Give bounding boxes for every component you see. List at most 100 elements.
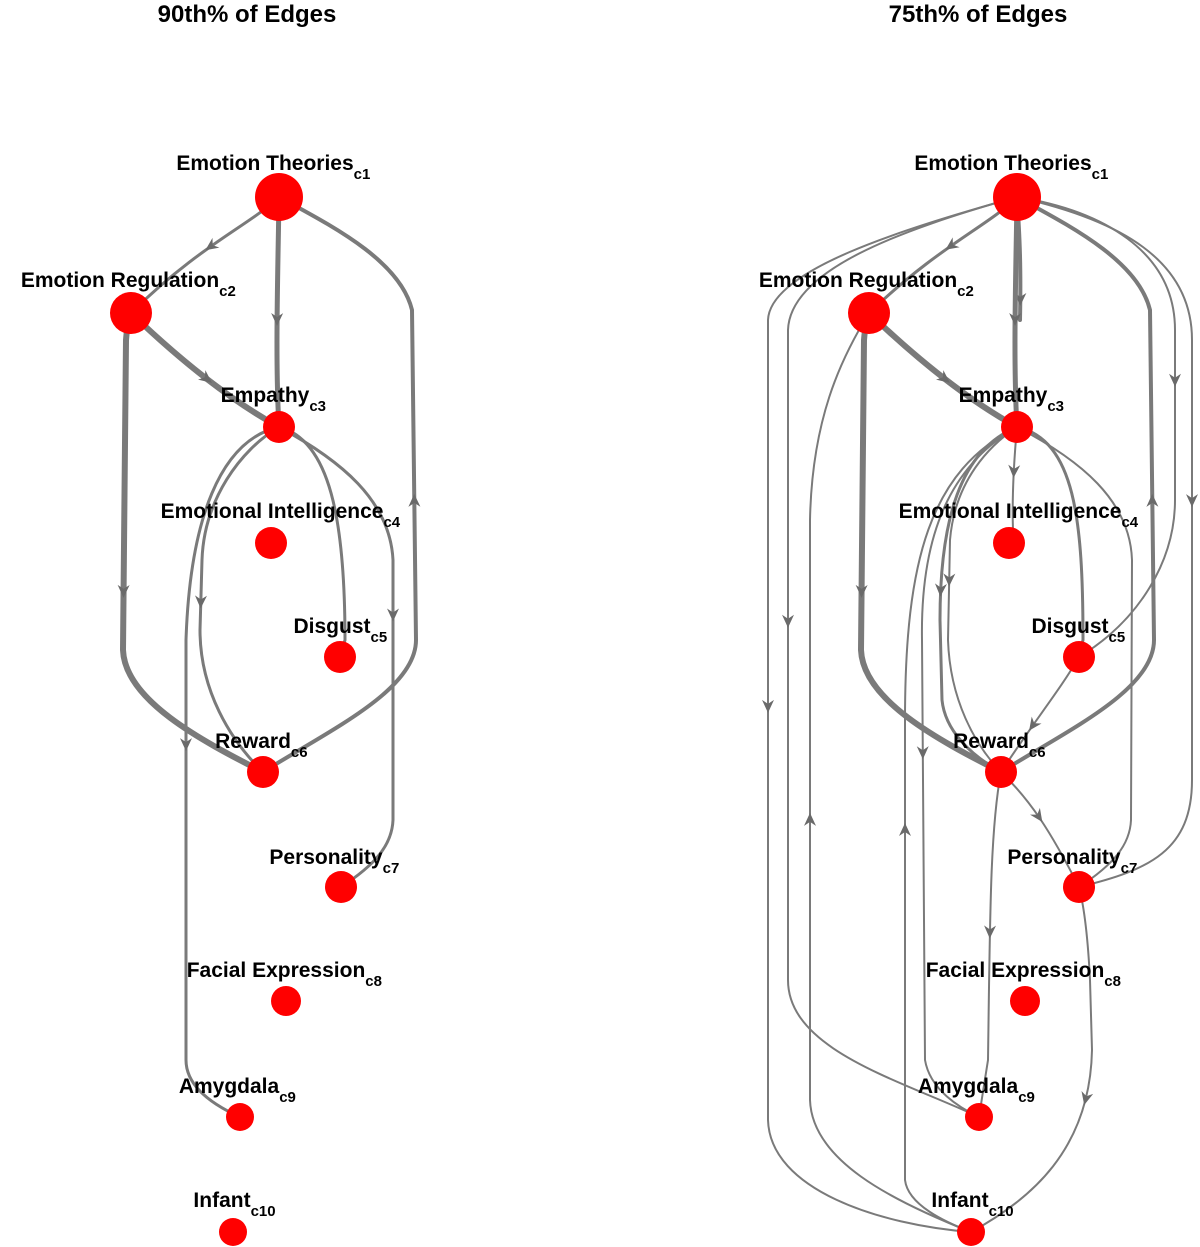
node-label-left-c5: Disgustc5 <box>293 615 387 646</box>
node-code: c6 <box>1029 744 1046 761</box>
node-name: Infant <box>931 1189 988 1212</box>
panel-title-left: 90th% of Edges <box>158 1 337 28</box>
node-left-c6[interactable] <box>247 756 279 788</box>
node-left-c3[interactable] <box>263 411 295 443</box>
node-code: c8 <box>365 973 382 990</box>
node-name: Emotion Regulation <box>21 269 219 292</box>
node-right-c6[interactable] <box>985 756 1017 788</box>
node-right-c2[interactable] <box>848 292 890 334</box>
node-label-right-c9: Amygdalac9 <box>918 1075 1035 1106</box>
node-name: Facial Expression <box>187 959 366 982</box>
node-label-left-c8: Facial Expressionc8 <box>187 959 382 990</box>
node-code: c8 <box>1104 973 1121 990</box>
arrowhead-icon <box>117 584 130 598</box>
edge-right-c1-c6 <box>999 195 1157 774</box>
node-code: c6 <box>291 744 308 761</box>
node-code: c2 <box>219 283 236 300</box>
edge-right-c6-c2 <box>857 310 1004 775</box>
node-name: Emotional Intelligence <box>899 500 1122 523</box>
node-label-right-c3: Empathyc3 <box>959 384 1064 415</box>
node-left-c5[interactable] <box>324 641 356 673</box>
node-left-c1[interactable] <box>255 173 303 221</box>
node-right-c8[interactable] <box>1010 986 1040 1016</box>
node-label-right-c10: Infantc10 <box>931 1189 1013 1220</box>
node-label-left-c7: Personalityc7 <box>269 846 399 877</box>
node-code: c5 <box>371 629 388 646</box>
node-label-right-c8: Facial Expressionc8 <box>926 959 1121 990</box>
edge-left-c1-c2 <box>129 195 281 315</box>
node-left-c10[interactable] <box>219 1218 247 1246</box>
arrowhead-icon <box>762 699 774 713</box>
edge-right-c10-c7 <box>970 886 1094 1233</box>
node-name: Amygdala <box>179 1075 280 1098</box>
node-code: c1 <box>354 166 371 183</box>
arrowhead-icon <box>899 822 911 836</box>
arrowhead-icon <box>205 237 220 251</box>
arrowhead-icon <box>194 595 207 609</box>
node-label-left-c1: Emotion Theoriesc1 <box>176 152 370 183</box>
arrowhead-icon <box>945 237 960 250</box>
node-left-c4[interactable] <box>255 527 287 559</box>
arrowhead-icon <box>855 584 868 598</box>
node-name: Disgust <box>293 615 370 638</box>
node-code: c7 <box>1121 860 1138 877</box>
edge-right-c3-c9 <box>920 426 1018 1118</box>
node-name: Emotion Regulation <box>759 269 957 292</box>
node-name: Emotional Intelligence <box>161 500 384 523</box>
arrowhead-icon <box>197 370 212 383</box>
arrowhead-icon <box>1029 716 1042 731</box>
node-right-c10[interactable] <box>957 1218 985 1246</box>
node-right-c7[interactable] <box>1063 871 1095 903</box>
node-name: Amygdala <box>918 1075 1019 1098</box>
edge-right-c1-c5 <box>1016 196 1176 658</box>
edge-left-c1-c6 <box>261 195 419 774</box>
node-label-right-c2: Emotion Regulationc2 <box>759 269 974 300</box>
node-right-c1[interactable] <box>993 173 1041 221</box>
edge-right-c3-c10 <box>904 426 1018 1233</box>
node-name: Empathy <box>221 384 310 407</box>
arrowhead-icon <box>1008 464 1021 478</box>
edge-right-c10-c1 <box>767 196 1018 1233</box>
node-left-c7[interactable] <box>325 871 357 903</box>
node-right-c4[interactable] <box>993 527 1025 559</box>
edge-right-c2-c3 <box>866 310 1020 430</box>
node-code: c2 <box>957 283 974 300</box>
arrowhead-icon <box>984 925 997 939</box>
node-name: Emotion Theories <box>914 152 1091 175</box>
node-name: Infant <box>193 1189 250 1212</box>
node-label-left-c4: Emotional Intelligencec4 <box>161 500 401 531</box>
node-name: Disgust <box>1031 615 1108 638</box>
arrowhead-icon <box>180 738 193 752</box>
edge-right-c1-c7 <box>1016 196 1193 888</box>
node-label-left-c10: Infantc10 <box>193 1189 275 1220</box>
node-label-right-c7: Personalityc7 <box>1007 846 1137 877</box>
edge-left-c6-c3 <box>198 425 281 774</box>
node-name: Personality <box>1007 846 1121 869</box>
node-name: Emotion Theories <box>176 152 353 175</box>
node-left-c9[interactable] <box>226 1103 254 1131</box>
node-code: c7 <box>383 860 400 877</box>
edge-right-c6-c3 <box>946 426 1018 773</box>
node-right-c9[interactable] <box>965 1103 993 1131</box>
arrowhead-icon <box>1081 1090 1094 1106</box>
edge-right-c3-c5 <box>1015 425 1085 659</box>
arrowhead-icon <box>1186 494 1198 508</box>
node-code: c10 <box>251 1203 276 1220</box>
node-left-c2[interactable] <box>110 292 152 334</box>
node-name: Personality <box>269 846 383 869</box>
node-right-c3[interactable] <box>1001 411 1033 443</box>
edge-right-c6-c9 <box>978 771 1002 1118</box>
edge-left-c6-c2 <box>119 310 266 775</box>
node-code: c5 <box>1109 629 1126 646</box>
node-label-right-c4: Emotional Intelligencec4 <box>899 500 1139 531</box>
node-name: Reward <box>953 730 1029 753</box>
edge-left-c3-c9 <box>184 425 281 1119</box>
node-code: c9 <box>1018 1089 1035 1106</box>
node-code: c3 <box>309 398 326 415</box>
node-label-right-c6: Rewardc6 <box>953 730 1046 761</box>
node-right-c5[interactable] <box>1063 641 1095 673</box>
node-left-c8[interactable] <box>271 986 301 1016</box>
node-label-right-c1: Emotion Theoriesc1 <box>914 152 1108 183</box>
node-code: c4 <box>383 514 400 531</box>
